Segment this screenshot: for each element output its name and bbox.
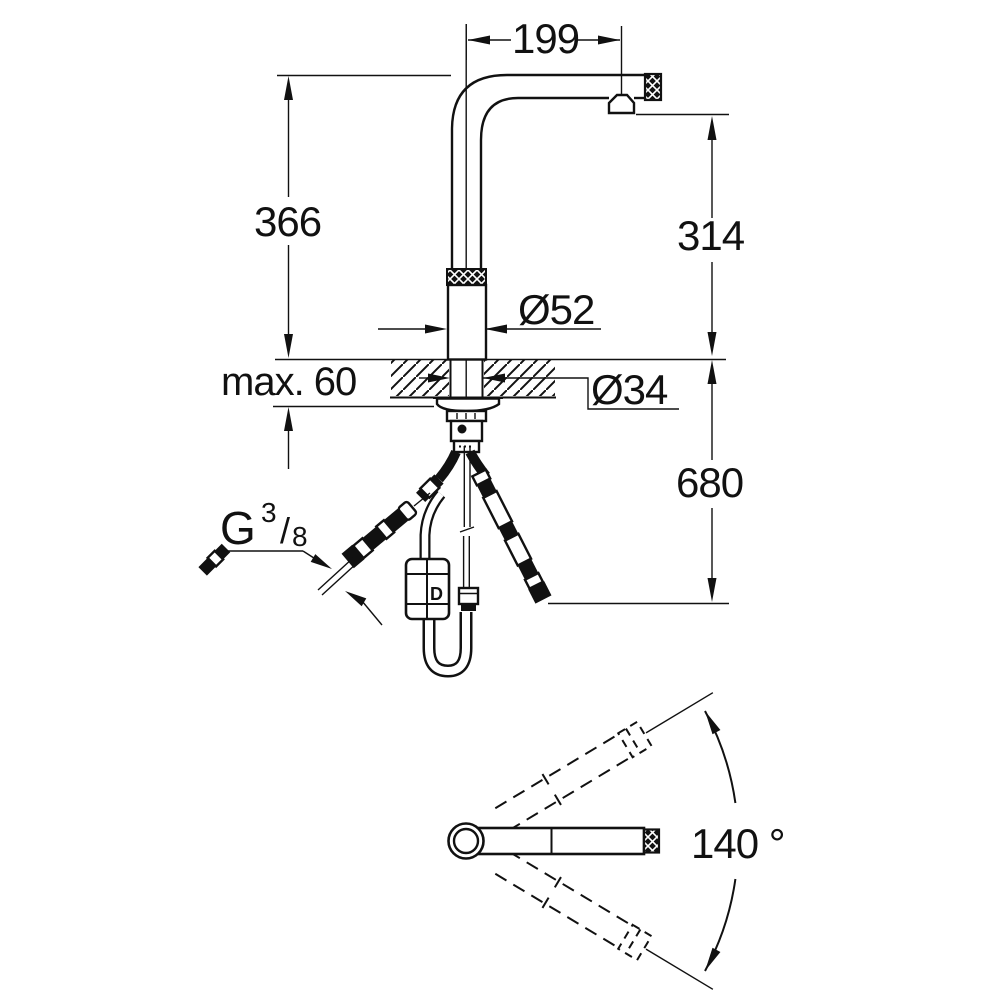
spray-head-nub xyxy=(607,93,636,115)
hose-manifold xyxy=(452,439,481,454)
arrowhead xyxy=(284,76,293,100)
hose-segment xyxy=(397,500,418,521)
thread-slash: / xyxy=(280,510,290,551)
thread-callout-g38: G 3 / 8 xyxy=(220,497,383,626)
angle-extension-line xyxy=(645,948,714,990)
under-sink-assembly: D xyxy=(198,397,552,678)
dashed-divider-tick xyxy=(541,773,550,785)
top-view-swivel: 140 ° xyxy=(447,692,786,990)
topview-aerator-block xyxy=(642,828,661,854)
connector-band xyxy=(461,604,476,611)
dim-label-140deg: 140 ° xyxy=(691,820,785,867)
valve-block xyxy=(449,419,484,443)
topview-spout-bar xyxy=(468,826,646,856)
thread-denominator: 8 xyxy=(292,521,307,552)
dashed-divider-tick xyxy=(553,876,562,888)
faucet-body-cylinder xyxy=(446,283,488,361)
left-stub-connector xyxy=(416,474,444,502)
arrowhead xyxy=(428,373,450,383)
thread-letter: G xyxy=(220,502,255,554)
dimension-spout-reach: 199 xyxy=(465,15,620,62)
swivel-angle-dimension: 140 ° xyxy=(691,710,786,972)
supply-tube-edge xyxy=(317,557,354,591)
hose-segment xyxy=(374,518,396,541)
valve-port-dot xyxy=(457,424,467,434)
leader-line xyxy=(361,600,383,626)
right-supply-hose xyxy=(470,467,552,604)
dashed-end-cap xyxy=(616,923,653,962)
arrowhead xyxy=(345,591,367,607)
dashed-spout-edge xyxy=(494,733,620,810)
thread-numerator: 3 xyxy=(261,497,276,528)
hose-segment xyxy=(198,557,217,576)
body-knurled-collar xyxy=(446,268,487,286)
escutcheon-flange xyxy=(435,397,501,413)
break-tick xyxy=(459,526,475,533)
dim-label-max60: max. 60 xyxy=(221,360,356,404)
dim-label-199: 199 xyxy=(512,15,579,62)
hose-u-bend-inner xyxy=(425,612,470,676)
arrowhead xyxy=(284,407,293,431)
hose-segment xyxy=(351,536,375,560)
dashed-divider-tick xyxy=(541,897,550,909)
dimension-body-diameter: Ø52 xyxy=(378,286,601,334)
supply-tube-edge xyxy=(321,562,358,596)
dimension-height-680: 680 xyxy=(548,360,744,605)
arrowhead xyxy=(284,334,293,358)
arrowhead xyxy=(705,711,721,735)
arrowhead xyxy=(425,324,447,334)
hose-nut xyxy=(528,581,552,604)
hose-upper-curve-inner xyxy=(421,491,444,560)
swivel-arm-lower-dashed xyxy=(494,850,714,990)
dim-label-314: 314 xyxy=(677,212,745,259)
side-view: D 199 366 xyxy=(198,15,746,678)
pullout-hose: D xyxy=(404,446,480,678)
dashed-spout-edge xyxy=(508,755,633,832)
arrowhead xyxy=(707,360,717,384)
spout-inner-edge xyxy=(479,96,609,272)
dashed-spout-edge xyxy=(494,872,620,949)
left-supply-hose xyxy=(341,500,418,569)
connector-band xyxy=(416,488,430,502)
topview-pivot-inner xyxy=(452,827,480,855)
arrowhead xyxy=(705,947,721,971)
dimension-hole-diameter: Ø34 xyxy=(419,366,679,413)
dashed-end-cap xyxy=(616,720,653,759)
leader-line xyxy=(483,377,679,410)
aerator-end-block xyxy=(643,72,663,102)
angle-extension-line xyxy=(645,692,714,734)
arrowhead xyxy=(707,578,717,602)
left-hose-stub xyxy=(435,449,461,483)
left-hose-link-line xyxy=(413,492,431,507)
arrowhead xyxy=(707,116,717,140)
dim-label-680: 680 xyxy=(676,459,743,506)
spout-outer-edge xyxy=(450,73,646,272)
dim-label-d52: Ø52 xyxy=(518,286,594,333)
hose-connector xyxy=(457,586,480,606)
dashed-divider-tick xyxy=(553,794,562,806)
arrowhead xyxy=(598,35,620,45)
swivel-arm-upper-dashed xyxy=(494,692,714,832)
dashed-spout-edge xyxy=(508,850,633,927)
arrowhead xyxy=(310,554,332,569)
dashed-end-cap-line xyxy=(625,728,642,754)
arrowhead xyxy=(468,35,490,45)
dimension-height-366: 366 xyxy=(254,74,451,358)
dim-label-d34: Ø34 xyxy=(591,366,668,413)
dim-label-366: 366 xyxy=(254,198,321,245)
faucet-outline xyxy=(446,72,663,398)
dimension-height-314: 314 xyxy=(636,113,746,356)
arrowhead xyxy=(485,324,507,334)
hose-segment xyxy=(503,532,533,568)
arrowhead xyxy=(707,332,717,356)
hose-nut xyxy=(341,544,365,569)
hose-segment xyxy=(481,489,514,530)
dimension-max-mounting-thickness: max. 60 xyxy=(221,360,434,469)
connector-band xyxy=(430,474,444,488)
weight-marking: D xyxy=(430,584,443,604)
